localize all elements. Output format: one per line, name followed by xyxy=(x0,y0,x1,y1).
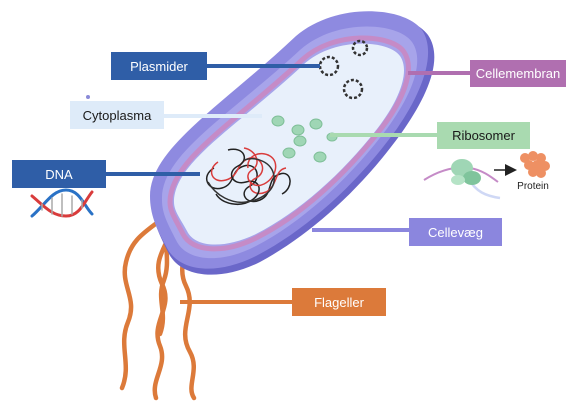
cytoplasm-dot xyxy=(86,95,90,99)
label-plasmider: Plasmider xyxy=(111,52,207,80)
label-ribosomer: Ribosomer xyxy=(437,122,530,149)
label-cellemembran: Cellemembran xyxy=(470,60,566,87)
dna-coil-icon xyxy=(205,147,291,206)
translation-illustration xyxy=(423,151,550,200)
label-dna: DNA xyxy=(12,160,106,188)
label-protein: Protein xyxy=(517,181,549,192)
ribosome-large-icon xyxy=(451,159,481,185)
label-cytoplasma: Cytoplasma xyxy=(70,101,164,129)
plasmid-icon xyxy=(318,39,369,100)
cell-membrane xyxy=(167,35,411,252)
dna-helix-icon xyxy=(30,188,94,218)
leader-lines xyxy=(106,64,470,304)
protein-icon xyxy=(520,151,550,178)
label-cellevaeg: Cellevæg xyxy=(409,218,502,246)
label-flageller: Flageller xyxy=(292,288,386,316)
